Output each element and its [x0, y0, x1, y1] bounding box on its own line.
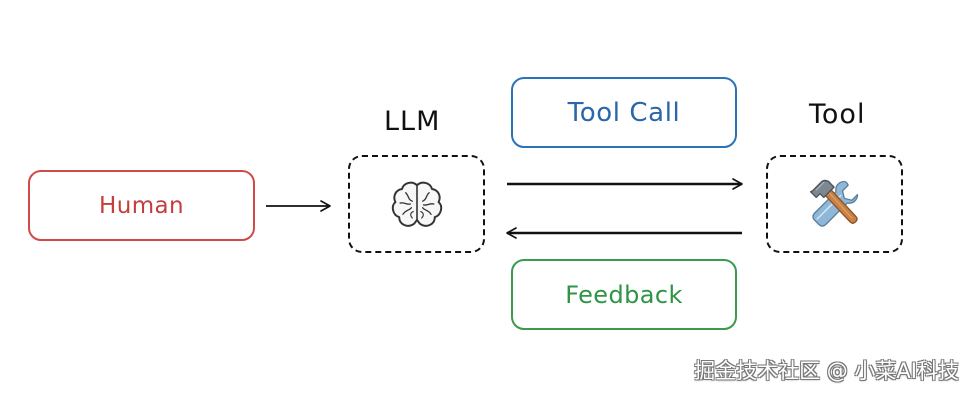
- source-watermark: 掘金技术社区 @ 小菜AI科技: [694, 359, 959, 383]
- tool-call-message: Tool Call: [511, 77, 737, 148]
- human-label: Human: [99, 192, 184, 219]
- hammer-and-wrench-icon: [809, 179, 858, 227]
- brain-icon: [391, 181, 442, 227]
- feedback-label: Feedback: [565, 280, 683, 309]
- tool-call-label: Tool Call: [567, 97, 681, 128]
- llm-label: LLM: [384, 106, 441, 137]
- feedback-message: Feedback: [511, 259, 737, 330]
- tool-label: Tool: [809, 99, 866, 130]
- tool-node: [766, 155, 903, 253]
- human-node: Human: [28, 170, 255, 241]
- llm-node: [348, 155, 485, 253]
